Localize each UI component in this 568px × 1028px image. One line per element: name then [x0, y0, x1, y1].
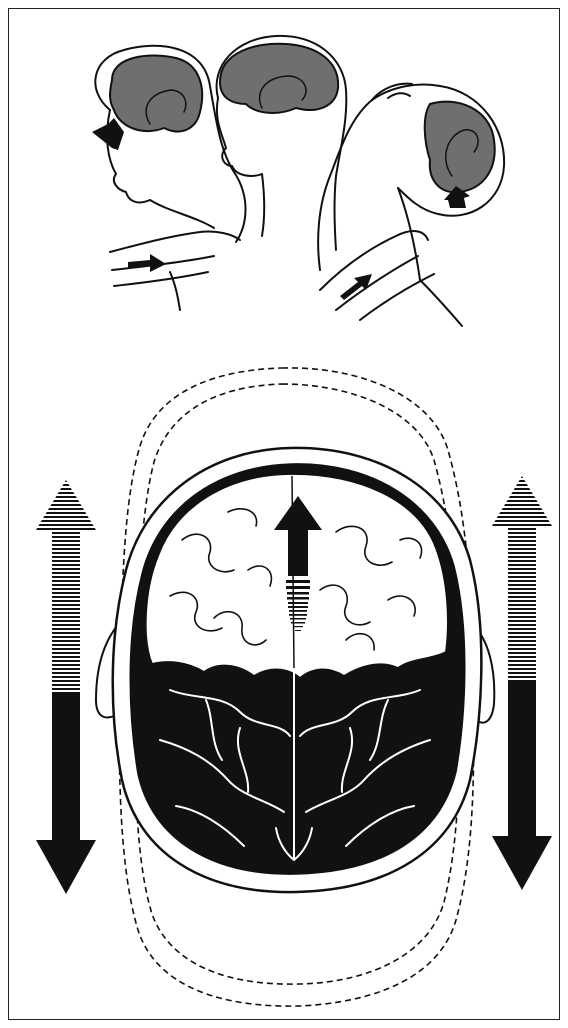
flexed-brain: [110, 56, 202, 132]
left-arrow-striped-shaft: [52, 530, 80, 694]
flexed-hand: [110, 231, 240, 310]
axial-panel: [36, 368, 552, 1006]
left-bidirectional-arrow-icon: [36, 480, 96, 894]
extended-neck: [318, 100, 420, 280]
right-arrow-head-top: [492, 476, 552, 526]
neutral-face: [217, 98, 264, 236]
right-arrow-head-bottom: [492, 836, 552, 890]
extended-hand: [320, 231, 462, 326]
extended-brain: [425, 102, 495, 193]
right-bidirectional-arrow-icon: [492, 476, 552, 890]
left-arrow-head-top: [36, 480, 96, 530]
right-arrow-striped-shaft: [508, 526, 536, 682]
right-arrow-solid-shaft: [508, 682, 536, 836]
neutral-head: [217, 36, 347, 250]
left-arrow-solid-shaft: [52, 694, 80, 840]
neutral-brain: [220, 44, 338, 113]
flexed-hand-arrow: [128, 254, 166, 272]
head-sequence-panel: [92, 36, 504, 326]
left-arrow-head-bottom: [36, 840, 96, 894]
flexed-back: [150, 200, 214, 228]
